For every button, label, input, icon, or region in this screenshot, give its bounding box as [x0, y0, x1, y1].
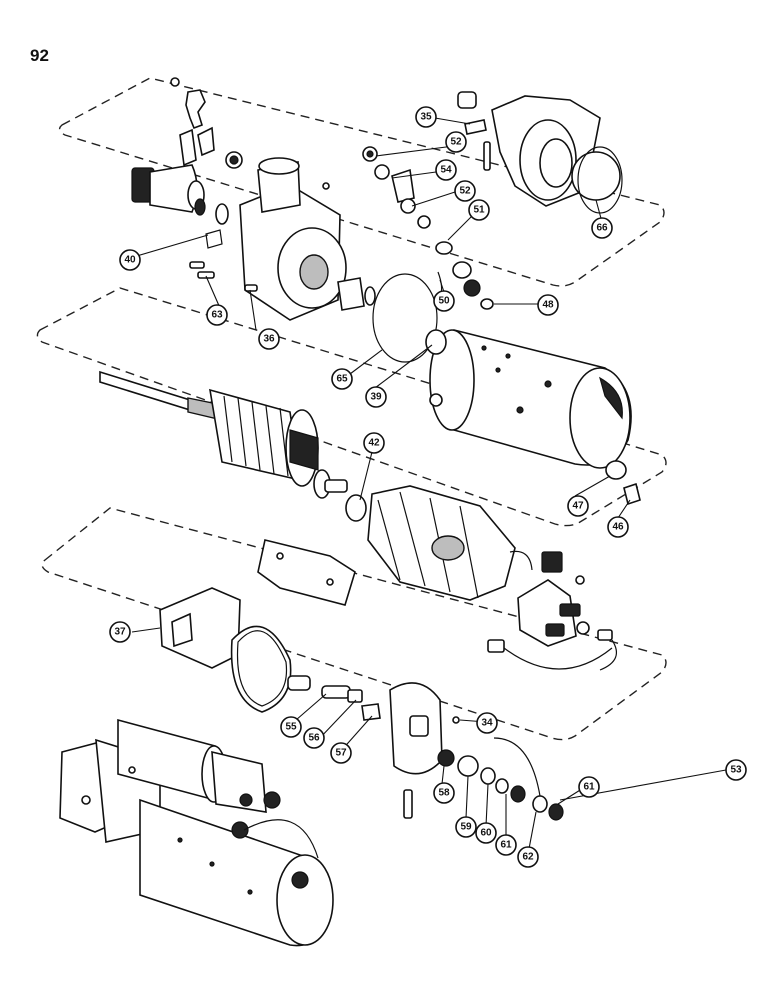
- pole-shoe: [257, 539, 356, 606]
- svg-text:55: 55: [285, 722, 297, 733]
- svg-text:39: 39: [370, 392, 382, 403]
- svg-text:36: 36: [263, 334, 275, 345]
- callout-46: 46: [607, 516, 629, 538]
- callout-62: 62: [517, 846, 539, 868]
- field-frame: [429, 329, 632, 469]
- callout-60: 60: [475, 822, 497, 844]
- nose-housing: [457, 91, 623, 214]
- drive-housing: [225, 151, 347, 321]
- small-hardware-top: [362, 119, 494, 310]
- assembled-starter: [59, 718, 334, 947]
- callout-36: 36: [258, 328, 280, 350]
- callout-52b: 52: [454, 180, 476, 202]
- armature: [99, 370, 348, 499]
- band-and-gasket: [159, 587, 292, 713]
- svg-text:56: 56: [308, 733, 320, 744]
- drive-bushings: [189, 229, 376, 311]
- commutator-end-hardware: [287, 675, 564, 821]
- svg-text:62: 62: [522, 852, 534, 863]
- svg-text:42: 42: [368, 438, 380, 449]
- svg-text:58: 58: [438, 788, 450, 799]
- svg-text:60: 60: [480, 828, 492, 839]
- callout-35: 35: [415, 106, 437, 128]
- svg-text:63: 63: [211, 310, 223, 321]
- svg-text:52: 52: [450, 137, 462, 148]
- group-outline-drive-end: [58, 77, 665, 287]
- callout-48: 48: [537, 294, 559, 316]
- svg-text:66: 66: [596, 223, 608, 234]
- svg-text:35: 35: [420, 112, 432, 123]
- svg-text:61: 61: [583, 782, 595, 793]
- callout-51: 51: [468, 199, 490, 221]
- svg-text:57: 57: [335, 748, 347, 759]
- callout-37: 37: [109, 621, 131, 643]
- svg-text:50: 50: [438, 296, 450, 307]
- group-outline-frame: [36, 287, 667, 527]
- callout-61b: 61: [578, 776, 600, 798]
- field-coils: [367, 485, 533, 601]
- svg-text:40: 40: [124, 255, 136, 266]
- page-number: 92: [30, 46, 49, 65]
- svg-text:53: 53: [730, 765, 742, 776]
- callout-52a: 52: [445, 131, 467, 153]
- callout-34: 34: [476, 712, 498, 734]
- callout-65: 65: [331, 368, 353, 390]
- svg-text:54: 54: [440, 165, 452, 176]
- callout-56: 56: [303, 727, 325, 749]
- callout-50: 50: [433, 290, 455, 312]
- callout-63: 63: [206, 304, 228, 326]
- frame-hardware: [345, 273, 641, 522]
- callout-47: 47: [567, 495, 589, 517]
- callout-54: 54: [435, 159, 457, 181]
- svg-text:52: 52: [459, 186, 471, 197]
- svg-text:51: 51: [473, 205, 485, 216]
- callout-57: 57: [330, 742, 352, 764]
- callout-40: 40: [119, 249, 141, 271]
- shift-lever: [170, 77, 215, 167]
- callout-42: 42: [363, 432, 385, 454]
- svg-text:37: 37: [114, 627, 126, 638]
- pinion-drive: [131, 164, 229, 225]
- svg-text:48: 48: [542, 300, 554, 311]
- callout-39: 39: [365, 386, 387, 408]
- callout-61a: 61: [495, 834, 517, 856]
- svg-text:65: 65: [336, 374, 348, 385]
- svg-text:59: 59: [460, 822, 472, 833]
- group-outline-field: [41, 507, 667, 741]
- svg-text:61: 61: [500, 840, 512, 851]
- svg-text:34: 34: [481, 718, 493, 729]
- svg-text:47: 47: [572, 501, 584, 512]
- callout-55: 55: [280, 716, 302, 738]
- callout-66: 66: [591, 217, 613, 239]
- callout-59: 59: [455, 816, 477, 838]
- callout-58: 58: [433, 782, 455, 804]
- brush-holder: [487, 551, 618, 671]
- svg-text:46: 46: [612, 522, 624, 533]
- callout-53: 53: [725, 759, 747, 781]
